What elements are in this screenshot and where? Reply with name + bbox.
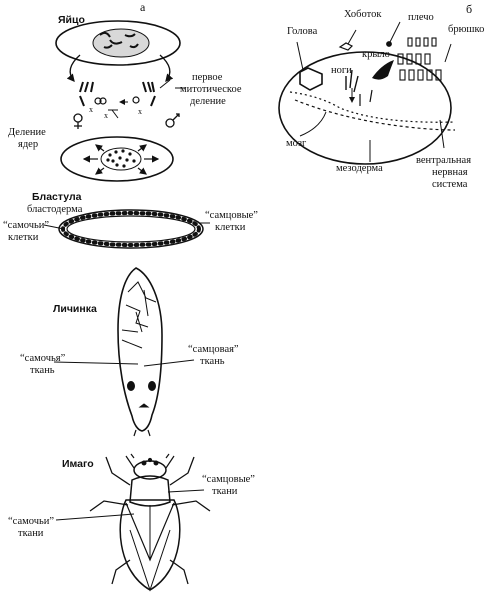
female-tissues-line-1: “самочьи”	[8, 516, 55, 527]
blastoderm-label: бластодерма	[27, 204, 83, 215]
abdomen-label: брюшко	[448, 24, 485, 35]
vns-line-1: вентральная	[416, 155, 472, 166]
first-division-line-1: первое	[192, 72, 223, 83]
chromosomes	[79, 79, 171, 119]
egg-label: Яйцо	[58, 14, 85, 26]
symbol-x-3: x	[138, 107, 142, 116]
wing-label: крыло	[362, 49, 390, 60]
male-tissue-line-2: ткань	[200, 356, 225, 367]
vns-line-2: нервная	[432, 167, 468, 178]
embryo-b-drawing	[278, 21, 456, 165]
male-tissues-line-1: “самцовые”	[202, 474, 255, 485]
panel-a-letter: а	[140, 0, 146, 14]
imago-drawing	[55, 453, 211, 592]
male-tissue-line-1: “самцовая”	[188, 344, 239, 355]
female-tissue-line-1: “самочья”	[20, 353, 66, 364]
vns-line-3: система	[432, 179, 468, 190]
male-tissues-line-2: ткани	[212, 486, 238, 497]
egg-drawing	[55, 20, 181, 66]
first-division-line-3: деление	[190, 96, 226, 107]
blastula-label: Бластула	[32, 191, 82, 203]
female-cells-line-1: “самочьи”	[3, 220, 50, 231]
nuclei-division-line-1: Деление	[8, 127, 46, 138]
proboscis-label: Хоботок	[344, 9, 382, 20]
male-cells-line-2: клетки	[215, 222, 246, 233]
larva-label: Личинка	[53, 303, 97, 315]
shoulder-label: плечо	[408, 12, 434, 23]
male-cells-line-1: “самцовые”	[205, 210, 258, 221]
symbol-x-1: x	[89, 105, 93, 114]
sex-symbols	[73, 113, 180, 129]
symbol-x-2: x	[104, 111, 108, 120]
legs-label: ноги	[331, 65, 352, 76]
first-division-line-2: митотическое	[180, 84, 242, 95]
female-tissue-line-2: ткань	[30, 365, 55, 376]
larva-drawing	[53, 267, 195, 437]
female-tissues-line-2: ткани	[18, 528, 44, 539]
female-cells-line-2: клетки	[8, 232, 39, 243]
nuclei-division-line-2: ядер	[18, 139, 39, 150]
panel-b-letter: б	[466, 2, 473, 16]
nuclei-division-drawing	[60, 136, 174, 182]
blastula-drawing	[43, 209, 210, 249]
imago-label: Имаго	[62, 458, 94, 470]
head-label: Голова	[287, 26, 318, 37]
brain-label: мозг	[286, 138, 307, 149]
mitosis-arrows	[66, 54, 185, 89]
mesoderm-label: мезодерма	[336, 163, 383, 174]
